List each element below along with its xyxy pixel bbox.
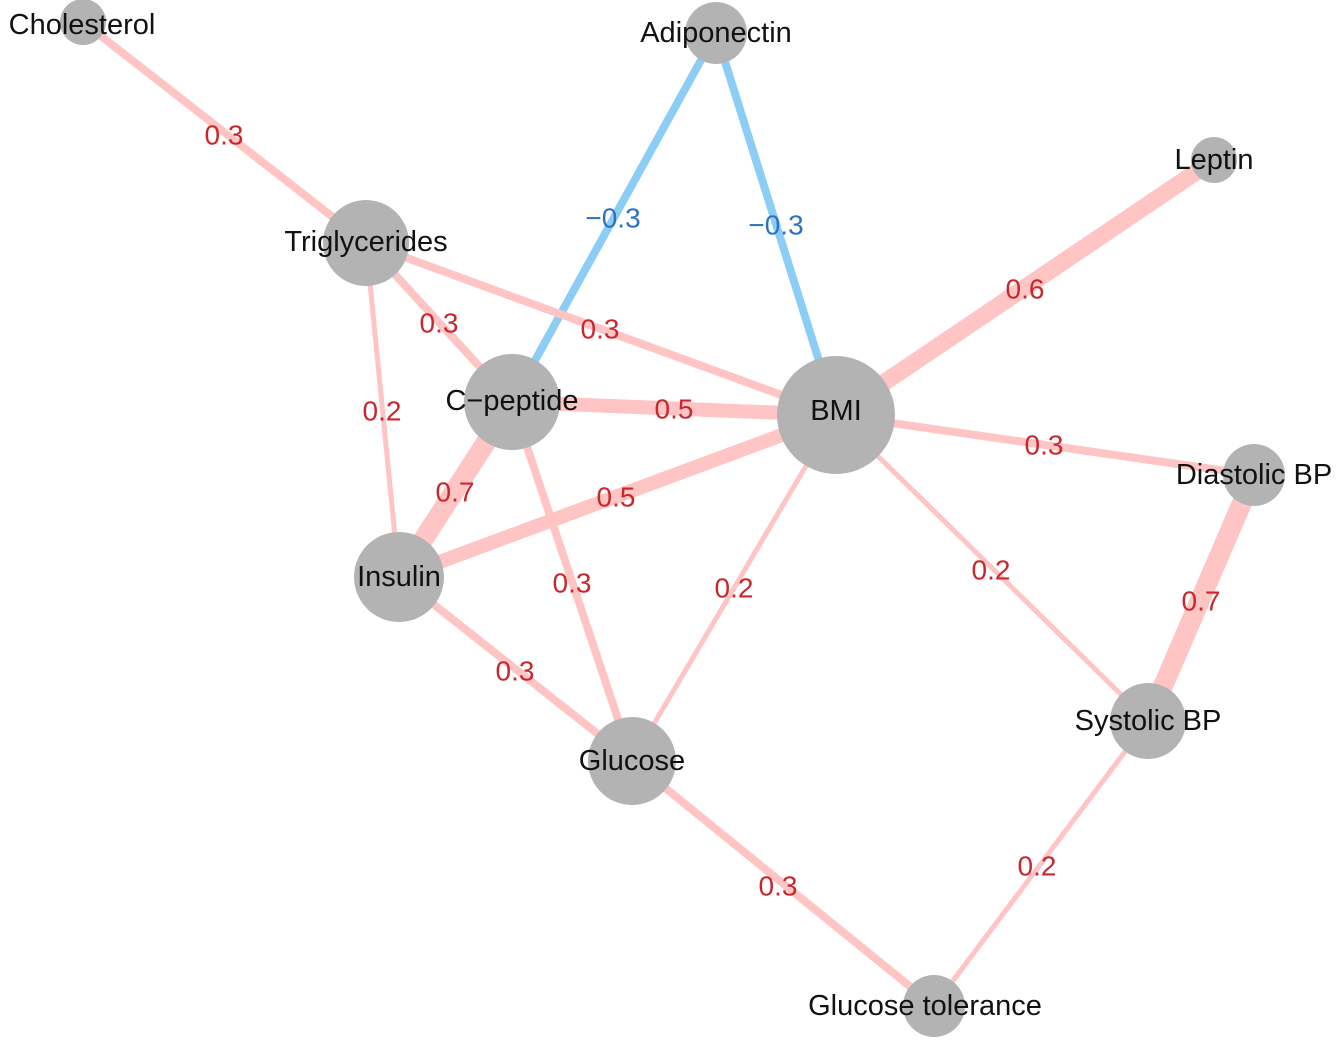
node-labels-layer: Cholesterol AdiponectinLeptinTriglyceride… <box>9 9 1333 1022</box>
node-label-systolic_bp: Systolic BP <box>1075 705 1222 737</box>
node-label-bmi: BMI <box>810 395 862 427</box>
edge-label-leptin-bmi: 0.6 <box>1006 274 1045 305</box>
edge-label-bmi-diastolic_bp: 0.3 <box>1025 430 1064 461</box>
edge-label-triglycerides-insulin: 0.2 <box>363 396 402 427</box>
edge-label-cholesterol-triglycerides: 0.3 <box>205 120 244 151</box>
edge-bmi-systolic_bp <box>834 413 1150 723</box>
edge-label-glucose-glucose_tolerance: 0.3 <box>759 871 798 902</box>
edge-label-adiponectin-bmi: −0.3 <box>748 210 803 241</box>
edge-label-bmi-systolic_bp: 0.2 <box>972 555 1011 586</box>
node-cholesterol <box>60 0 106 45</box>
edge-label-diastolic_bp-systolic_bp: 0.7 <box>1182 586 1221 617</box>
edge-label-insulin-glucose: 0.3 <box>496 656 535 687</box>
edge-label-c_peptide-bmi: 0.5 <box>655 394 694 425</box>
node-label-insulin: Insulin <box>357 561 441 593</box>
node-glucose_tolerance <box>903 975 965 1037</box>
node-label-diastolic_bp: Diastolic BP <box>1176 459 1332 491</box>
node-label-glucose: Glucose <box>579 745 685 777</box>
node-label-c_peptide: C−peptide <box>445 385 578 417</box>
edge-glucose-glucose_tolerance <box>629 757 937 1010</box>
edge-triglycerides-insulin <box>363 242 402 578</box>
node-systolic_bp <box>1110 683 1186 759</box>
edge-c_peptide-glucose <box>508 400 636 763</box>
node-c_peptide <box>464 354 560 450</box>
edge-label-bmi-glucose: 0.2 <box>715 573 754 604</box>
edge-insulin-glucose <box>396 573 635 765</box>
edges-layer <box>80 18 1264 1010</box>
node-leptin <box>1191 137 1237 183</box>
edge-leptin-bmi <box>831 152 1219 423</box>
edge-triglycerides-bmi <box>364 239 838 419</box>
edge-insulin-bmi <box>396 408 839 584</box>
node-adiponectin <box>685 2 747 64</box>
node-glucose <box>588 717 676 805</box>
edge-label-systolic_bp-glucose_tolerance: 0.2 <box>1018 851 1057 882</box>
node-label-leptin: Leptin <box>1174 144 1253 176</box>
edge-bmi-glucose <box>629 413 839 763</box>
edge-label-triglycerides-c_peptide: 0.3 <box>420 308 459 339</box>
node-label-triglycerides: Triglycerides <box>284 226 447 258</box>
edge-diastolic_bp-systolic_bp <box>1138 471 1264 725</box>
nodes-layer <box>60 0 1285 1037</box>
edge-bmi-diastolic_bp <box>835 411 1255 479</box>
edge-label-triglycerides-bmi: 0.3 <box>581 314 620 345</box>
node-triglycerides <box>323 200 409 286</box>
edge-label-c_peptide-insulin: 0.7 <box>436 477 475 508</box>
edge-systolic_bp-glucose_tolerance <box>932 719 1150 1008</box>
node-label-cholesterol: Cholesterol <box>9 9 156 41</box>
edge-adiponectin-c_peptide <box>508 31 720 404</box>
edge-labels-layer: 0.3 −0.3 −0.3 0.6 0.3 0.3 0.2 0.5 0.7 0.3 0.5 0.3 0.… <box>205 120 1221 902</box>
edge-adiponectin-bmi <box>712 31 840 417</box>
node-bmi <box>777 356 895 474</box>
edge-label-insulin-bmi: 0.5 <box>597 482 636 513</box>
edge-cholesterol-triglycerides <box>80 18 369 247</box>
edge-label-c_peptide-glucose: 0.3 <box>553 568 592 599</box>
node-label-glucose_tolerance: Glucose tolerance <box>808 990 1042 1022</box>
node-diastolic_bp <box>1223 444 1285 506</box>
node-label-adiponectin: Adiponectin <box>640 17 792 49</box>
node-insulin <box>354 532 444 622</box>
edge-label-adiponectin-c_peptide: −0.3 <box>585 203 640 234</box>
